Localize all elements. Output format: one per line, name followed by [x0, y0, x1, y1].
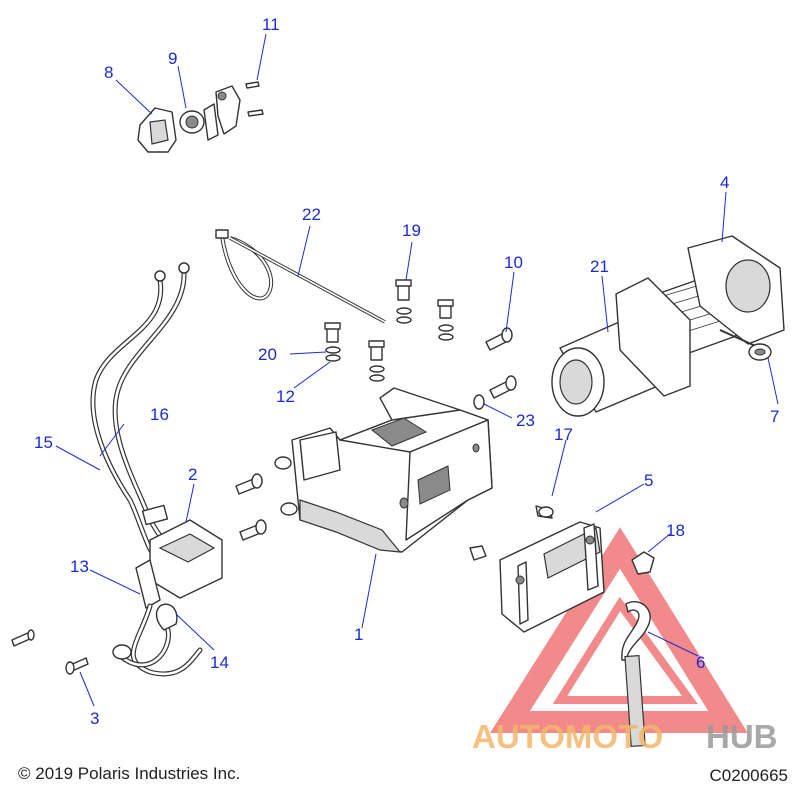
callout-14: 14 [210, 653, 229, 672]
callout-21: 21 [590, 257, 609, 276]
callout-15: 15 [34, 433, 53, 452]
callout-5: 5 [644, 471, 653, 490]
callout-23: 23 [516, 411, 535, 430]
hardware-bolts [324, 279, 517, 410]
callout-19: 19 [402, 221, 421, 240]
callout-9: 9 [168, 49, 177, 68]
callout-8: 8 [104, 63, 113, 82]
callout-7: 7 [770, 407, 779, 426]
callout-4: 4 [720, 173, 729, 192]
watermark-part2: HUB [706, 718, 778, 755]
diagram-code: C0200665 [709, 766, 788, 785]
callout-labels: 1 2 3 4 5 6 7 8 9 10 11 12 13 14 15 16 1… [34, 15, 779, 728]
switch-housing-assembly [137, 81, 264, 153]
callout-13: 13 [70, 557, 89, 576]
callout-22: 22 [302, 205, 321, 224]
cable-tie [215, 229, 386, 324]
callout-17: 17 [554, 425, 573, 444]
winch-mount-bracket [291, 387, 493, 553]
roller-fairlead [469, 505, 655, 633]
callout-11: 11 [262, 15, 280, 34]
callout-6: 6 [696, 653, 705, 672]
bracket-bolts [235, 456, 298, 541]
watermark-text: AUTOMOTO HUB [472, 718, 778, 755]
callout-18: 18 [666, 521, 685, 540]
callout-20: 20 [258, 345, 277, 364]
watermark-part1: AUTOMOTO [472, 718, 663, 755]
callout-1: 1 [354, 625, 363, 644]
copyright-text: © 2019 Polaris Industries Inc. [18, 764, 241, 783]
callout-3: 3 [90, 709, 99, 728]
small-bolts [11, 629, 89, 675]
winch-assembly [551, 235, 785, 417]
leader-lines [55, 33, 779, 707]
wire-harness [90, 262, 223, 677]
callout-2: 2 [188, 465, 197, 484]
callout-10: 10 [504, 253, 523, 272]
watermark-logo [490, 527, 748, 733]
callout-16: 16 [150, 405, 169, 424]
callout-12: 12 [276, 387, 295, 406]
hook-strap [621, 601, 651, 748]
